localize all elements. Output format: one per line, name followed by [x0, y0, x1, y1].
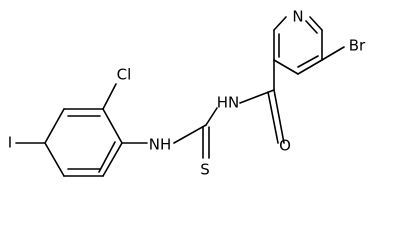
bond: [173, 124, 207, 144]
bond: [267, 91, 279, 144]
molecule-diagram: N Br HN O NH S Cl I: [8, 8, 366, 179]
bond: [321, 46, 345, 61]
bromine-label: Br: [349, 37, 366, 55]
bond: [205, 107, 218, 126]
bond: [102, 142, 123, 177]
bond: [297, 59, 323, 75]
bond: [297, 55, 319, 68]
carbonyl-oxygen-label: O: [279, 137, 291, 155]
amide-nh-label: HN: [217, 94, 240, 112]
bond: [309, 16, 323, 31]
bond: [102, 83, 117, 110]
atom-labels: N Br HN O NH S Cl I: [8, 8, 366, 179]
bond: [273, 59, 299, 75]
iodine-label: I: [8, 134, 12, 152]
thiourea-nh-label: NH: [149, 136, 172, 154]
bond: [273, 89, 285, 144]
bond: [102, 108, 123, 144]
chlorine-label: Cl: [117, 66, 132, 84]
bond: [273, 16, 287, 31]
sulfur-label: S: [200, 161, 210, 179]
bonds: [15, 16, 345, 177]
pyridine-nitrogen-label: N: [292, 8, 303, 26]
bond: [239, 89, 275, 104]
bond: [305, 20, 318, 34]
bond: [44, 142, 65, 177]
bond: [98, 141, 116, 173]
bond: [44, 108, 65, 144]
